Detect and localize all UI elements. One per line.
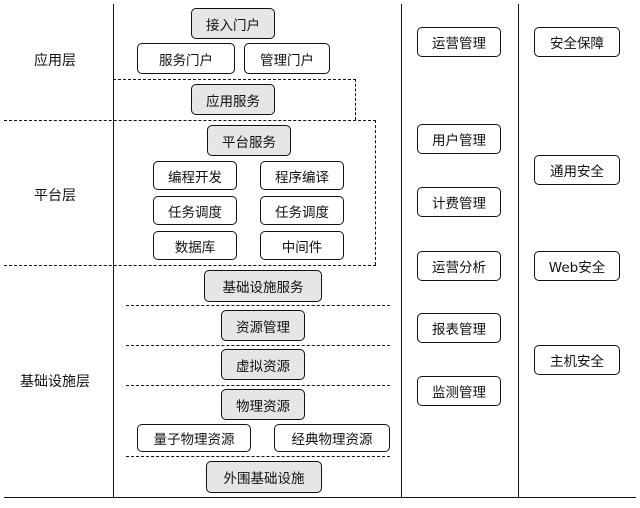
quantum-physical-box: 量子物理资源	[137, 424, 251, 452]
classical-physical-box: 经典物理资源	[274, 424, 390, 452]
resource-mgmt-box: 资源管理	[221, 310, 305, 341]
ops-analysis-box: 运营分析	[417, 251, 501, 281]
divider-security	[518, 4, 519, 498]
divider-labels	[113, 4, 114, 498]
app-layer-label: 应用层	[34, 53, 76, 69]
access-portal-box: 接入门户	[191, 8, 275, 39]
peripheral-infra-box: 外围基础设施	[206, 461, 322, 493]
bottom-border	[4, 497, 636, 498]
dash-infra-1	[126, 305, 390, 306]
dash-app-platform	[4, 120, 376, 121]
web-security-box: Web安全	[534, 251, 620, 281]
service-portal-box: 服务门户	[137, 43, 235, 74]
dash-platform-right	[375, 120, 376, 265]
app-service-box: 应用服务	[191, 84, 275, 115]
virtual-resource-box: 虚拟资源	[221, 349, 305, 380]
middleware-box: 中间件	[260, 231, 344, 260]
task-sched-box-2: 任务调度	[260, 196, 344, 225]
task-sched-box-1: 任务调度	[153, 196, 237, 225]
dash-infra-4	[126, 456, 390, 457]
report-mgmt-box: 报表管理	[417, 313, 501, 343]
divider-ops	[401, 4, 402, 498]
physical-resource-box: 物理资源	[221, 389, 305, 420]
platform-service-box: 平台服务	[207, 125, 291, 156]
platform-layer-label: 平台层	[34, 188, 76, 204]
mgmt-portal-box: 管理门户	[244, 43, 330, 74]
coding-dev-box: 编程开发	[153, 161, 237, 190]
security-guarantee-box: 安全保障	[534, 27, 620, 57]
dash-infra-2	[126, 345, 390, 346]
dash-platform-infra	[4, 265, 376, 266]
infra-layer-label: 基础设施层	[20, 374, 90, 390]
dash-infra-3	[126, 385, 390, 386]
infra-service-box: 基础设施服务	[204, 270, 322, 302]
billing-mgmt-box: 计费管理	[417, 187, 501, 217]
database-box: 数据库	[153, 231, 237, 260]
host-security-box: 主机安全	[534, 345, 620, 375]
general-security-box: 通用安全	[534, 155, 620, 185]
program-compile-box: 程序编译	[260, 161, 344, 190]
dash-app-top	[113, 79, 356, 80]
dash-app-right	[355, 79, 356, 120]
user-mgmt-box: 用户管理	[417, 124, 501, 154]
ops-mgmt-box: 运营管理	[417, 27, 501, 57]
monitor-mgmt-box: 监测管理	[417, 376, 501, 406]
